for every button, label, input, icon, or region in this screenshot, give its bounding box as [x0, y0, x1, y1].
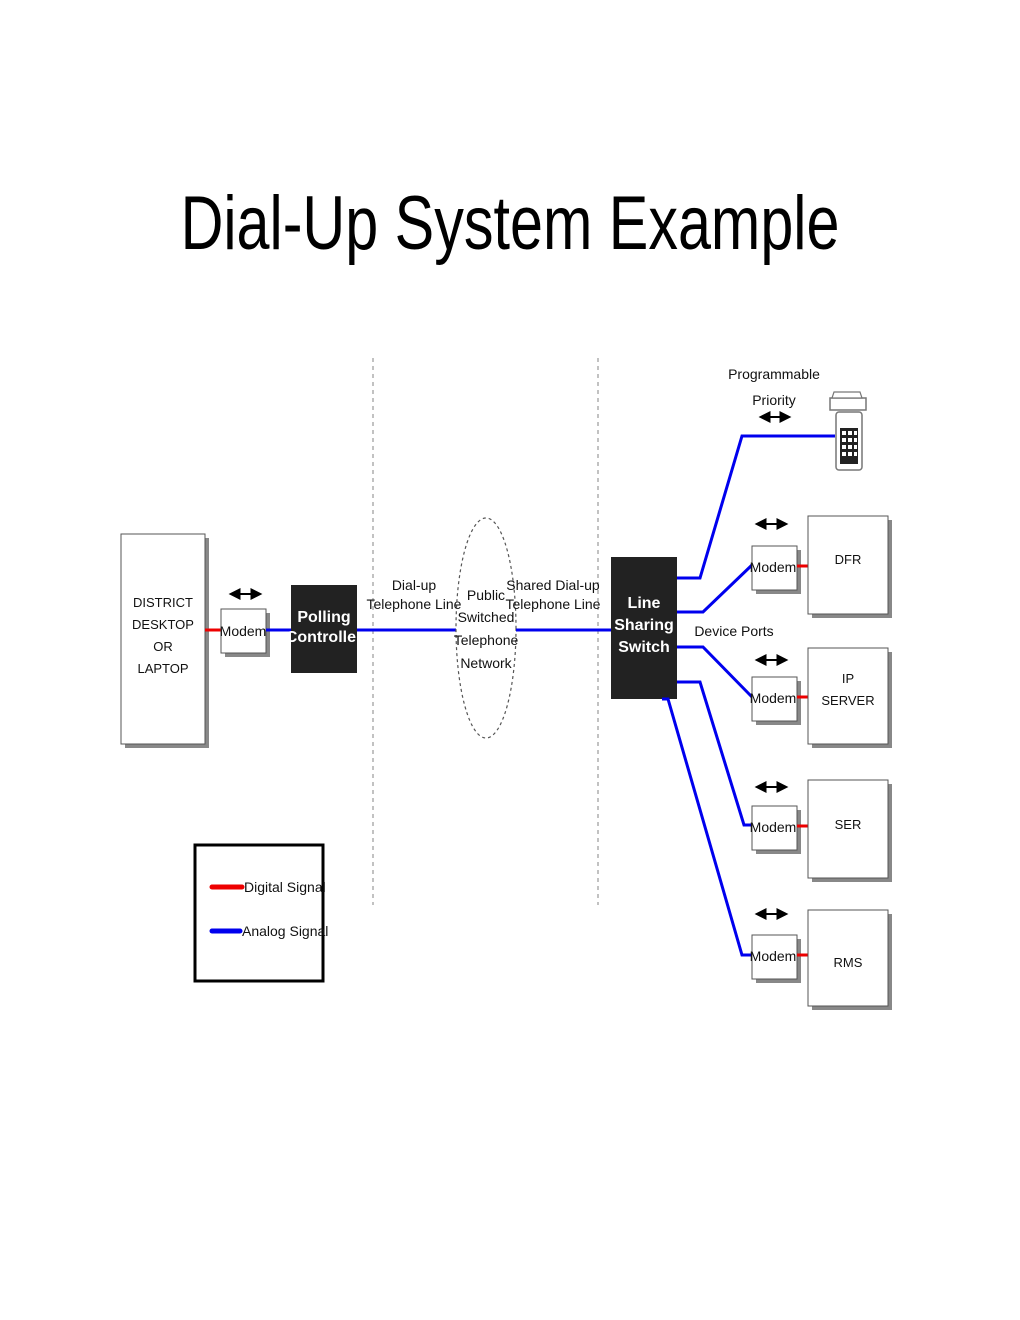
- rms-label: RMS: [834, 955, 863, 970]
- modem-ip-server: Modem: [750, 676, 801, 725]
- shared-line-label-2: Telephone Line: [506, 596, 601, 612]
- pstn-cloud: Public Switched Telephone Network: [454, 517, 519, 739]
- device-ports-label: Device Ports: [694, 623, 773, 639]
- pstn-line-2: Switched: [458, 609, 515, 625]
- branch-ip-server: [677, 645, 754, 699]
- telephone-icon: [829, 391, 867, 471]
- district-line-1: DISTRICT: [133, 595, 193, 610]
- legend-analog-label: Analog Signal: [242, 923, 328, 939]
- device-ser: SER: [807, 779, 892, 882]
- dialup-line-label-1: Dial-up: [392, 577, 437, 593]
- district-line-3: OR: [153, 639, 173, 654]
- branch-ser: [677, 680, 752, 827]
- ser-label: SER: [835, 817, 862, 832]
- modem-dfr-label: Modem: [750, 559, 797, 575]
- modem-left: Modem: [220, 608, 270, 657]
- switch-line-2: Sharing: [614, 617, 674, 634]
- district-desktop-box: DISTRICT DESKTOP OR LAPTOP: [120, 533, 209, 748]
- switch-line-3: Switch: [618, 639, 670, 656]
- dfr-label: DFR: [835, 552, 862, 567]
- pstn-line-3: Telephone: [454, 632, 519, 648]
- branch-dfr: [677, 563, 754, 614]
- branch-rms: [662, 697, 752, 957]
- pstn-line-4: Network: [460, 655, 512, 671]
- polling-controller: Polling Controller: [286, 585, 362, 673]
- modem-ip-label: Modem: [750, 690, 797, 706]
- programmable-label: Programmable: [728, 366, 820, 382]
- modem-left-label: Modem: [220, 623, 267, 639]
- modem-ser: Modem: [750, 805, 801, 854]
- line-sharing-switch: Line Sharing Switch: [611, 557, 677, 699]
- polling-controller-line-2: Controller: [286, 629, 362, 646]
- pstn-line-1: Public: [467, 587, 505, 603]
- modem-ser-label: Modem: [750, 819, 797, 835]
- slide-title: Dial-Up System Example: [180, 181, 840, 266]
- legend-digital-label: Digital Signal: [244, 879, 326, 895]
- switch-line-1: Line: [628, 595, 661, 612]
- ip-server-line-2: SERVER: [821, 693, 874, 708]
- ip-server-line-1: IP: [842, 671, 854, 686]
- device-rms: RMS: [807, 909, 892, 1010]
- modem-rms: Modem: [750, 934, 801, 983]
- modem-rms-label: Modem: [750, 948, 797, 964]
- legend: Digital Signal Analog Signal: [193, 843, 328, 983]
- modem-dfr: Modem: [750, 545, 801, 594]
- device-dfr: DFR: [807, 515, 892, 618]
- district-line-4: LAPTOP: [137, 661, 188, 676]
- branch-printer: [677, 434, 835, 580]
- shared-line-label-1: Shared Dial-up: [506, 577, 600, 593]
- polling-controller-line-1: Polling: [297, 609, 350, 626]
- priority-label: Priority: [752, 392, 796, 408]
- district-line-2: DESKTOP: [132, 617, 194, 632]
- device-ip-server: IP SERVER: [807, 647, 892, 748]
- dialup-line-label-2: Telephone Line: [367, 596, 462, 612]
